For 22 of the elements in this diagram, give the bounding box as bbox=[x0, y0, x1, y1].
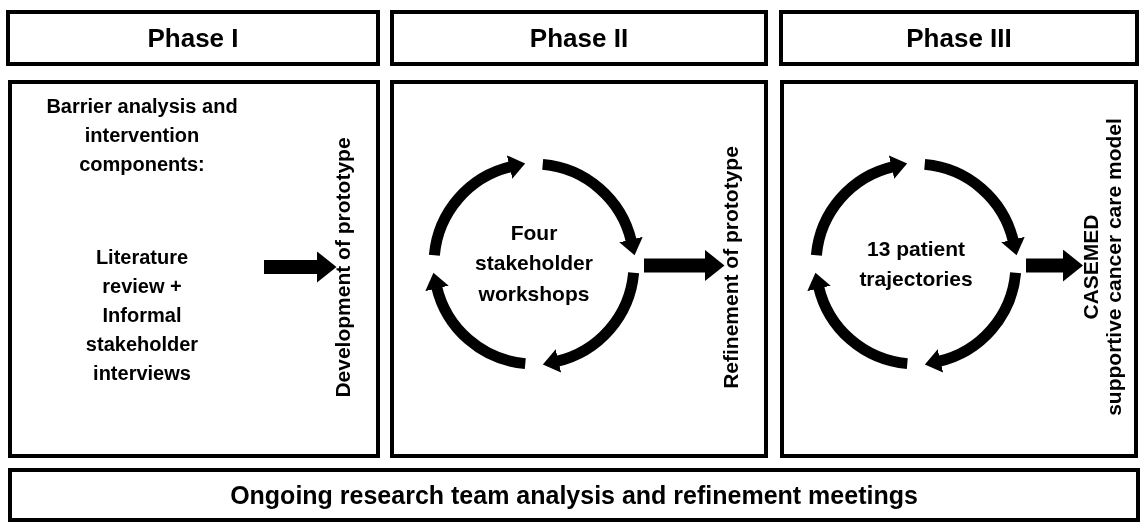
phase-panel bbox=[390, 80, 768, 458]
block-arrow bbox=[644, 249, 725, 282]
phase-title: Phase I bbox=[147, 22, 239, 54]
vertical-label: Refinement of prototype bbox=[720, 144, 740, 391]
cycle-label: Four stakeholder workshops bbox=[474, 220, 594, 308]
phase-header-box bbox=[6, 10, 380, 66]
step-text: Barrier analysis and intervention components: bbox=[45, 94, 239, 177]
banner-text: Ongoing research team analysis and refinement meetings bbox=[230, 480, 918, 510]
block-arrow bbox=[1026, 249, 1083, 282]
banner-box bbox=[8, 468, 1140, 522]
vertical-label: Development of prototype bbox=[332, 135, 352, 400]
block-arrow bbox=[264, 251, 337, 283]
phase-panel bbox=[780, 80, 1138, 458]
cycle-label: 13 patient trajectories bbox=[858, 235, 974, 292]
phase-title: Phase III bbox=[906, 22, 1012, 54]
phase-header-box bbox=[779, 10, 1139, 66]
vertical-label: CASEMED bbox=[1079, 213, 1102, 322]
phase-title: Phase II bbox=[529, 22, 629, 54]
phase-header-box bbox=[390, 10, 768, 66]
step-text: Literature review + Informal stakeholder interviews bbox=[84, 245, 200, 386]
vertical-label: supportive cancer care model bbox=[1102, 117, 1125, 418]
phase-panel bbox=[8, 80, 380, 458]
